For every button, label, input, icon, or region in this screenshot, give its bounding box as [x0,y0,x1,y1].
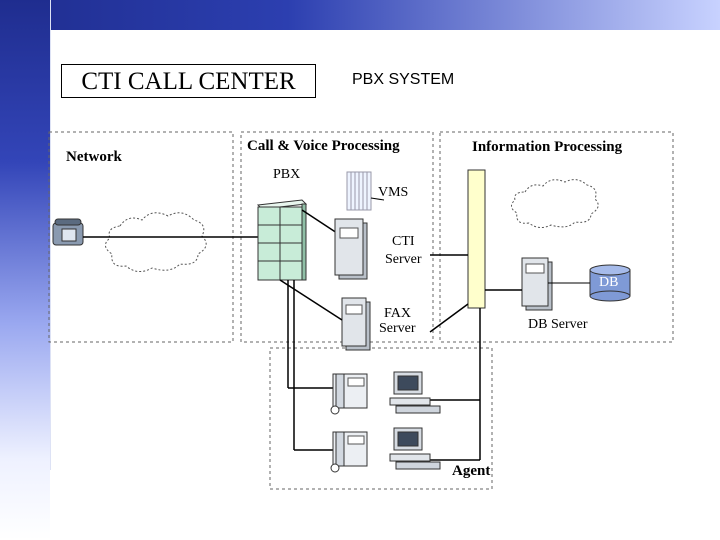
call-voice-label: Call & Voice Processing [247,138,400,154]
cti-server-icon [334,218,368,280]
pbx-rack-icon [256,199,308,281]
db-label: DB [599,275,619,290]
info-cloud-icon [511,179,599,229]
information-region [439,131,674,343]
db-server-label: DB Server [528,317,588,332]
cti-server-label-line2: Server [385,252,422,267]
database-icon [589,264,631,302]
agent-region [269,347,493,490]
agent-phone-icon [330,373,368,415]
db-server-icon [521,257,553,311]
lan-bus [467,169,486,309]
pbx-label: PBX [273,167,301,182]
agent-label: Agent [452,463,491,479]
cti-server-label-line1: CTI [392,234,415,249]
fax-server-label-line1: FAX [384,306,411,321]
divider-line [50,0,51,470]
agent-phone-icon [330,431,368,473]
vms-icon [346,171,372,211]
agent-pc-icon [389,427,441,470]
slide-subtitle: PBX SYSTEM [352,71,455,88]
vms-label: VMS [378,185,409,200]
side-bar [0,0,50,540]
network-cloud-icon [105,212,207,272]
agent-pc-icon [389,371,441,414]
telephone-icon [52,218,84,246]
fax-server-label-line2: Server [379,321,416,336]
header-bar [0,0,720,30]
network-label: Network [66,149,122,165]
slide-title: CTI CALL CENTER [61,64,316,98]
information-label: Information Processing [472,139,623,155]
fax-server-icon [341,297,371,351]
